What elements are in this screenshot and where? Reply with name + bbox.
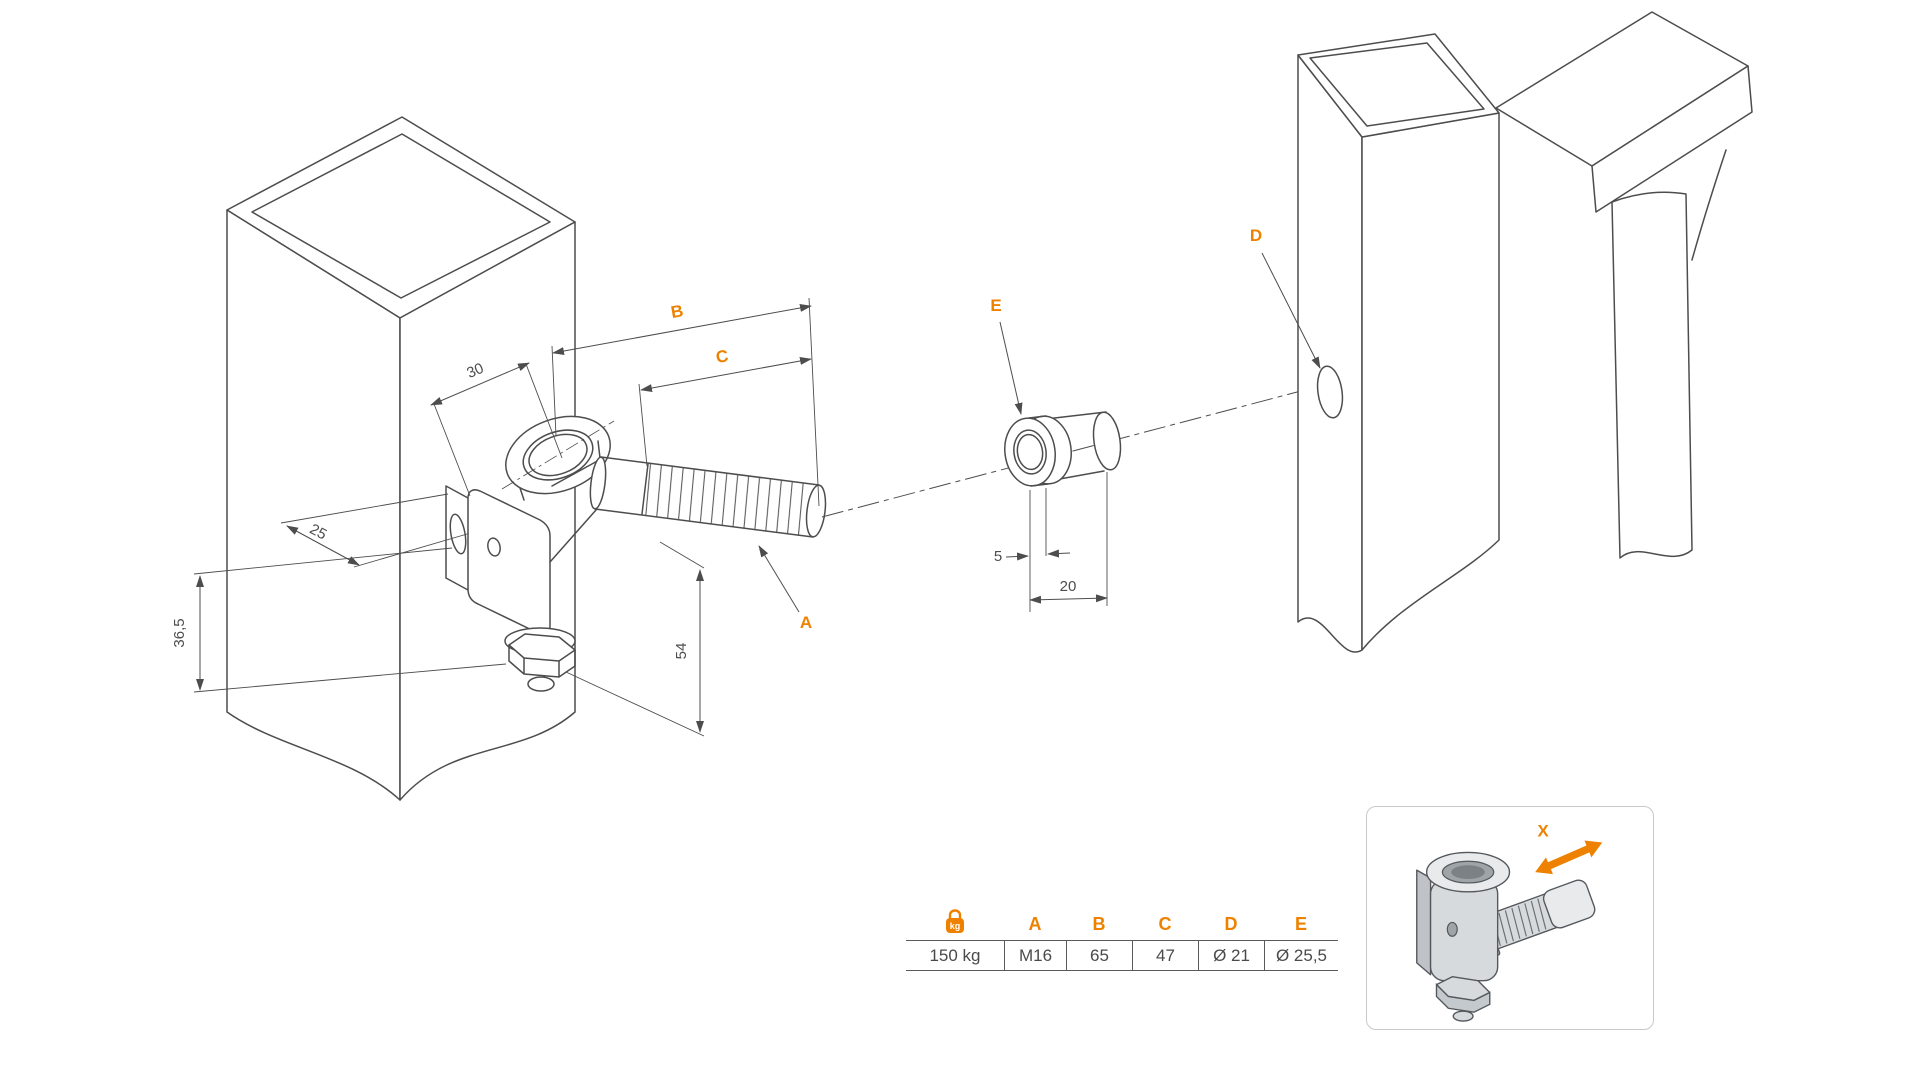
weight-icon-text: kg: [950, 921, 961, 931]
weld-nut-drawing: [1004, 411, 1122, 487]
inset-illustration: X: [1416, 822, 1603, 1022]
label-D: D: [1250, 226, 1262, 245]
value-C: 47: [1132, 940, 1198, 971]
callout-D: D: [1250, 226, 1321, 369]
dim-20-text: 20: [1060, 578, 1077, 595]
label-X: X: [1537, 822, 1549, 841]
col-header-C: C: [1158, 914, 1172, 934]
thread-hatching: [640, 463, 813, 537]
mini-hinge-bolt: [1474, 879, 1596, 958]
dimension-B: B: [551, 297, 820, 507]
right-post-drawing: [1297, 33, 1500, 653]
axis-centerline: [821, 385, 1321, 518]
value-D: Ø 21: [1198, 940, 1264, 971]
dimension-C: C: [638, 346, 812, 467]
gate-frame-drawing: [1495, 11, 1753, 559]
col-header-A: A: [1028, 914, 1042, 934]
dimension-30: 30: [430, 360, 563, 497]
dimension-5: 5: [994, 488, 1071, 612]
value-A: M16: [1004, 940, 1066, 971]
label-E: E: [990, 296, 1001, 315]
dim-30-text: 30: [464, 360, 486, 382]
mini-hinge-nut: [1435, 976, 1491, 1022]
hinge-bracket-drawing: [445, 415, 615, 692]
dimension-25: 25: [280, 493, 475, 568]
dim-36-5-text: 36,5: [171, 618, 188, 647]
col-header-D: D: [1224, 914, 1238, 934]
dim-54-text: 54: [673, 643, 690, 660]
value-B: 65: [1066, 940, 1132, 971]
weight-header-cell: kg: [906, 900, 1004, 940]
mounting-hole: [1316, 365, 1344, 419]
dim-B-label: B: [669, 301, 684, 322]
round-bar: [1611, 191, 1693, 559]
adjustment-arrow-icon: [1535, 840, 1603, 875]
mini-hinge-bracket: [1416, 851, 1511, 982]
callout-A: A: [758, 545, 812, 632]
dim-25-text: 25: [307, 521, 330, 544]
dim-5-text: 5: [994, 548, 1002, 565]
threaded-bolt-drawing: [589, 456, 827, 538]
adjustment-inset-box: X: [1366, 806, 1654, 1030]
col-header-E: E: [1294, 914, 1307, 934]
dimension-20: 20: [1029, 472, 1108, 606]
dimension-54: 54: [565, 541, 705, 737]
weight-icon: kg: [946, 909, 964, 933]
value-E: Ø 25,5: [1264, 940, 1338, 971]
weight-value: 150 kg: [906, 940, 1004, 971]
col-header-B: B: [1092, 914, 1106, 934]
spec-table: kg A B C D E 150 kg M16 65 47 Ø 21 Ø 25,…: [906, 900, 1338, 971]
label-A: A: [800, 613, 812, 632]
dim-C-label: C: [714, 346, 729, 367]
callout-E: E: [990, 296, 1023, 415]
